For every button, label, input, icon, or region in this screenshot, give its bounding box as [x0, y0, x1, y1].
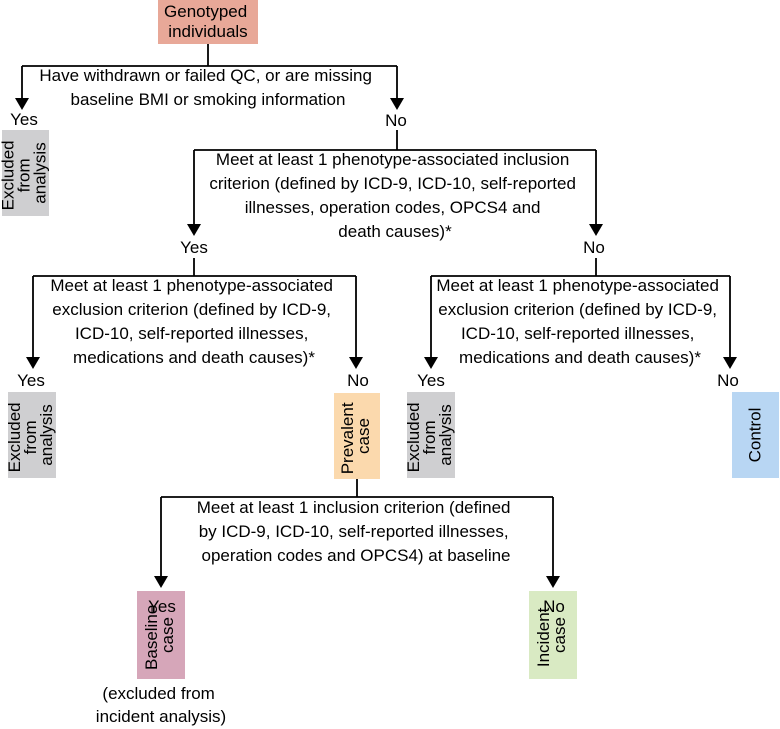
excluded-box-1 [2, 130, 49, 216]
start-box [158, 0, 258, 44]
arrow-qc-yes [15, 98, 29, 110]
branch-inclusion-yes: Yes [180, 238, 208, 257]
excluded-label-2: Excluded from analysis [5, 398, 56, 473]
control-label: Control [746, 408, 765, 463]
baseline-label: Baseline case [142, 600, 177, 670]
criterion-inclusion: Meet at least 1 phenotype-associated inc… [209, 150, 580, 241]
arrow-exclusion-right-yes [424, 357, 438, 369]
arrow-qc-no [390, 98, 404, 110]
branch-baseline-no: No [543, 597, 565, 616]
prevalent-label: Prevalent case [338, 398, 373, 475]
arrow-baseline-yes [154, 576, 168, 588]
arrow-inclusion-yes [187, 224, 201, 236]
branch-exclusion-right-no: No [717, 371, 739, 390]
branch-exclusion-left-yes: Yes [17, 371, 45, 390]
arrow-exclusion-left-yes [26, 357, 40, 369]
branch-inclusion-no: No [583, 238, 605, 257]
arrowheads [15, 98, 737, 588]
criterion-baseline: Meet at least 1 inclusion criterion (def… [197, 498, 515, 565]
criterion-qc: Have withdrawn or failed QC, or are miss… [39, 66, 376, 109]
branch-exclusion-right-yes: Yes [417, 371, 445, 390]
arrow-exclusion-left-no [349, 357, 363, 369]
arrow-inclusion-no [589, 224, 603, 236]
arrow-exclusion-right-no [723, 357, 737, 369]
branch-qc-no: No [385, 111, 407, 130]
baseline-box [137, 591, 185, 679]
branch-exclusion-left-no: No [347, 371, 369, 390]
excluded-box-2 [8, 392, 56, 478]
excluded-label-1: Excluded from analysis [0, 136, 50, 211]
control-box [732, 392, 779, 478]
criterion-exclusion-right: Meet at least 1 phenotype-associated exc… [436, 276, 723, 367]
baseline-note: (excluded from incident analysis) [96, 684, 226, 726]
start-label: Genotyped individuals [164, 2, 252, 41]
excluded-box-3 [407, 392, 455, 478]
branch-baseline-yes: Yes [148, 597, 176, 616]
connectors [21, 44, 731, 576]
incident-label: Incident case [534, 603, 569, 667]
excluded-label-3: Excluded from analysis [404, 398, 455, 473]
arrow-baseline-no [546, 576, 560, 588]
criterion-exclusion-left: Meet at least 1 phenotype-associated exc… [50, 276, 337, 367]
prevalent-box [334, 393, 380, 479]
branch-qc-yes: Yes [10, 110, 38, 129]
incident-box [529, 591, 577, 679]
